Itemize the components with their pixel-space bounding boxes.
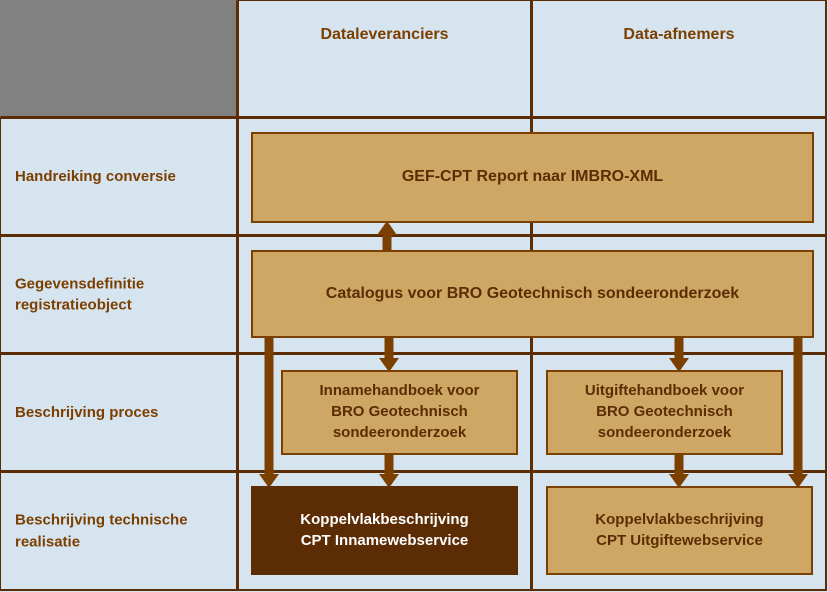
row-label-cell-beschrijving-proces: Beschrijving proces: [0, 353, 238, 472]
arrow-shaft: [674, 336, 684, 360]
arrow-catalogus-to-koppelvlak-inname: [259, 336, 279, 488]
box-uitgiftehandboek-label: Uitgiftehandboek voor BRO Geotechnisch s…: [584, 382, 745, 441]
arrow-shaft: [674, 454, 684, 476]
box-innamehandboek[interactable]: Innamehandboek voor BRO Geotechnisch son…: [281, 370, 518, 455]
box-gef-cpt-report-label: GEF-CPT Report naar IMBRO-XML: [401, 168, 664, 186]
box-koppelvlak-inname-label: Koppelvlakbeschrijving CPT Innamewebserv…: [300, 510, 469, 549]
arrow-shaft: [793, 336, 803, 476]
arrow-catalogus-to-uitgiftehandboek: [669, 336, 689, 372]
arrowhead-down-icon: [788, 474, 808, 488]
row-label-beschrijving-proces: Beschrijving proces: [15, 403, 159, 421]
row-label-cell-beschrijving-technische-realisatie: Beschrijving technische realisatie: [0, 471, 238, 591]
box-gef-cpt-report[interactable]: GEF-CPT Report naar IMBRO-XML: [251, 132, 814, 223]
box-catalogus[interactable]: Catalogus voor BRO Geotechnisch sondeero…: [251, 250, 814, 338]
arrow-catalogus-to-innamehandboek: [379, 336, 399, 372]
box-koppelvlak-inname[interactable]: Koppelvlakbeschrijving CPT Innamewebserv…: [251, 486, 518, 575]
box-catalogus-label: Catalogus voor BRO Geotechnisch sondeero…: [325, 284, 740, 302]
row-label-cell-gegevensdefinitie: Gegevensdefinitie registratieobject: [0, 235, 238, 354]
row-label-beschrijving-technische-realisatie: Beschrijving technische realisatie: [15, 511, 188, 550]
arrowhead-up-icon: [377, 221, 397, 235]
arrowhead-down-icon: [669, 474, 689, 488]
row-label-gegevensdefinitie: Gegevensdefinitie registratieobject: [15, 274, 145, 314]
column-header-data-afnemers-label: Data-afnemers: [623, 26, 735, 43]
corner-blank-cell: [0, 0, 238, 118]
arrow-innamehandboek-to-koppelvlak-inname: [379, 454, 399, 488]
arrowhead-down-icon: [259, 474, 279, 488]
box-uitgiftehandboek[interactable]: Uitgiftehandboek voor BRO Geotechnisch s…: [546, 370, 783, 455]
arrowhead-down-icon: [669, 358, 689, 372]
arrow-shaft: [382, 233, 392, 251]
arrow-shaft: [264, 336, 274, 476]
column-header-dataleveranciers: Dataleveranciers: [237, 0, 532, 118]
box-koppelvlak-uitgifte-label: Koppelvlakbeschrijving CPT Uitgiftewebse…: [595, 510, 764, 549]
column-header-data-afnemers: Data-afnemers: [531, 0, 827, 118]
arrow-shaft: [384, 336, 394, 360]
arrowhead-down-icon: [379, 474, 399, 488]
column-header-dataleveranciers-label: Dataleveranciers: [320, 26, 449, 43]
arrow-shaft: [384, 454, 394, 476]
row-label-handreiking-conversie: Handreiking conversie: [15, 167, 176, 185]
row-label-cell-handreiking-conversie: Handreiking conversie: [0, 117, 238, 236]
arrow-catalogus-to-gef-cpt-report: [377, 221, 397, 251]
arrow-catalogus-to-koppelvlak-uitgifte: [788, 336, 808, 488]
box-koppelvlak-uitgifte[interactable]: Koppelvlakbeschrijving CPT Uitgiftewebse…: [546, 486, 813, 575]
box-innamehandboek-label: Innamehandboek voor BRO Geotechnisch son…: [319, 382, 480, 441]
arrowhead-down-icon: [379, 358, 399, 372]
arrow-uitgiftehandboek-to-koppelvlak-uitgifte: [669, 454, 689, 488]
